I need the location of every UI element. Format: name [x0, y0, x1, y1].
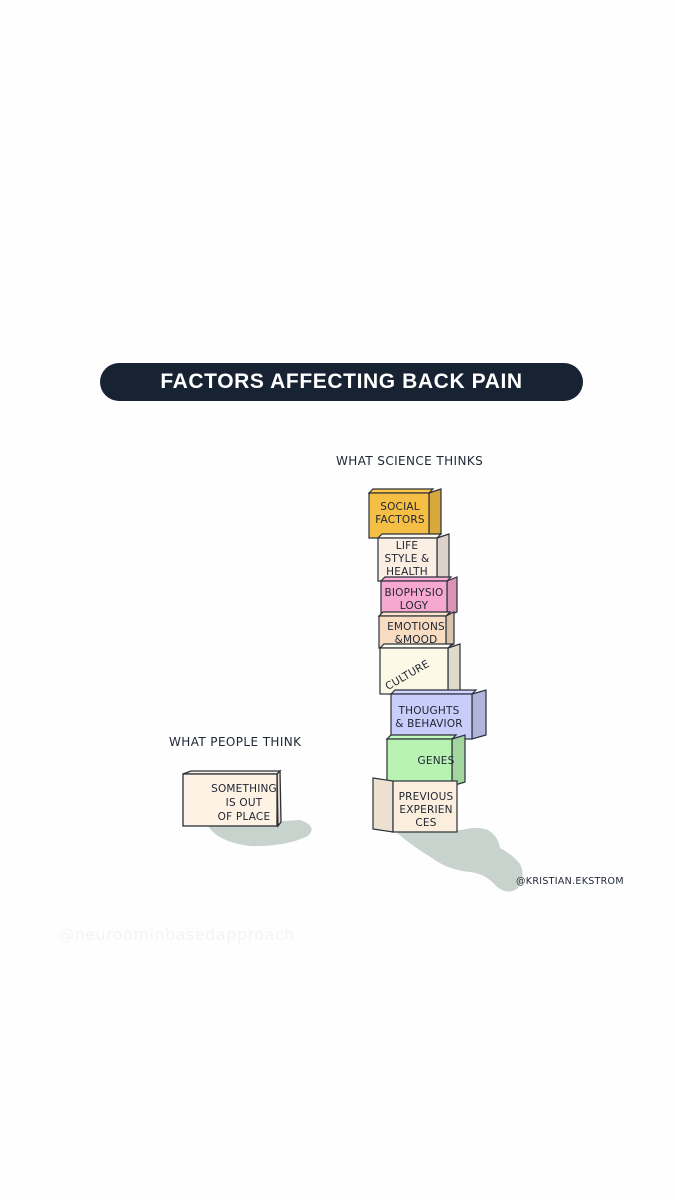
people-block-line-3: OF PLACE [218, 811, 271, 823]
science-block-genes: GENES [385, 734, 466, 787]
science-block-thoughts-behavior: THOUGHTS& BEHAVIOR [389, 689, 487, 740]
science-block-biophysiology-line-1: BIOPHYSIO [384, 587, 443, 599]
science-block-social-factors-line-1: SOCIAL [380, 501, 420, 513]
science-block-previous-experiences-line-3: CES [415, 817, 436, 829]
science-block-emotions-mood-line-1: EMOTIONS [387, 621, 445, 633]
science-block-thoughts-behavior-line-2: & BEHAVIOR [395, 718, 463, 730]
people-block-line-2: IS OUT [226, 797, 263, 809]
people-block: SOMETHING IS OUT OF PLACE [182, 769, 282, 828]
science-block-social-factors-line-2: FACTORS [375, 514, 425, 526]
title-banner: FACTORS AFFECTING BACK PAIN [100, 363, 583, 401]
people-caption: WHAT PEOPLE THINK [169, 735, 302, 749]
science-block-thoughts-behavior-line-1: THOUGHTS [398, 705, 460, 717]
science-block-lifestyle-health-line-2: STYLE & [385, 553, 430, 565]
credit-text: @KRISTIAN.EKSTROM [516, 876, 624, 887]
science-block-biophysiology-line-2: LOGY [400, 600, 429, 612]
science-block-lifestyle-health-line-3: HEALTH [386, 566, 428, 578]
science-block-lifestyle-health-line-1: LIFE [396, 540, 418, 552]
science-block-previous-experiences-line-1: PREVIOUS [399, 791, 454, 803]
watermark-text: @neuroominbasedapproach [58, 925, 295, 944]
science-block-culture: CULTURE [378, 643, 461, 695]
stack-shadow [396, 828, 523, 892]
page-title: FACTORS AFFECTING BACK PAIN [160, 370, 523, 393]
science-block-emotions-mood: EMOTIONS&MOOD [377, 611, 455, 649]
science-block-previous-experiences-line-2: EXPERIEN [399, 804, 452, 816]
science-caption: WHAT SCIENCE THINKS [336, 454, 484, 468]
science-block-genes-line-1: GENES [418, 755, 455, 767]
science-block-emotions-mood-line-2: &MOOD [395, 634, 438, 646]
people-block-line-1: SOMETHING [211, 783, 277, 795]
